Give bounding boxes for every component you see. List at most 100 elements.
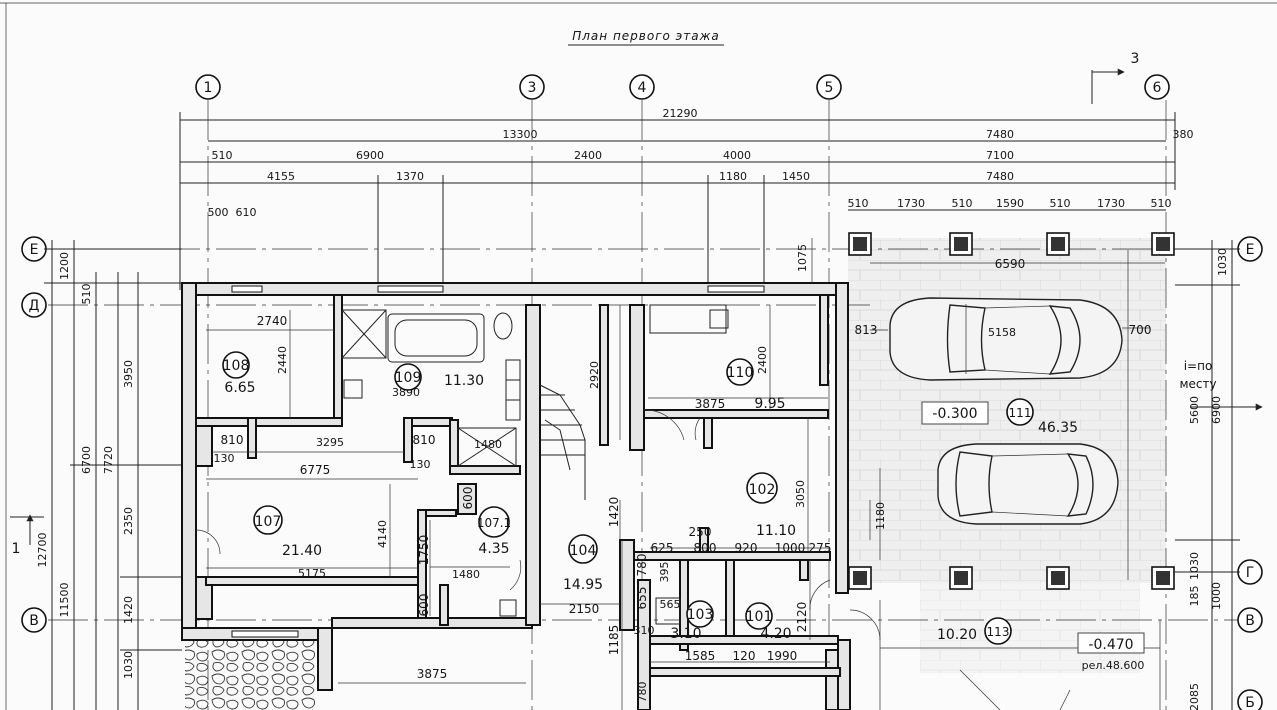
svg-text:14.95: 14.95 [563,577,603,593]
room-102: 102 11.10 [746,472,796,539]
interior-walls [195,294,841,677]
svg-text:185: 185 [1188,586,1201,607]
svg-text:3875: 3875 [417,667,448,681]
svg-text:1370: 1370 [396,170,424,183]
svg-text:11500: 11500 [58,583,71,618]
svg-text:600: 600 [417,594,431,617]
svg-text:380: 380 [1173,128,1194,141]
svg-text:6590: 6590 [995,257,1026,271]
svg-text:110: 110 [727,365,754,381]
svg-text:1000: 1000 [1210,582,1223,610]
svg-text:1585: 1585 [685,649,716,663]
svg-text:5175: 5175 [298,567,326,580]
side-section-mark: 1 [10,514,44,557]
svg-text:В: В [29,613,39,629]
svg-text:1420: 1420 [122,596,135,624]
svg-text:510: 510 [952,197,973,210]
axis-bubbles-left: Е Д В [21,236,47,633]
svg-text:780: 780 [635,554,649,577]
svg-text:600: 600 [461,487,475,510]
svg-text:2740: 2740 [257,314,288,328]
svg-text:6.65: 6.65 [224,380,255,396]
drawing-title: План первого этажа [572,29,720,43]
svg-text:6775: 6775 [300,463,331,477]
svg-text:6900: 6900 [1210,396,1223,424]
svg-text:130: 130 [410,458,431,471]
garage-columns [848,232,1175,590]
ramp-note-1: i=по [1184,359,1213,373]
svg-text:2920: 2920 [588,361,601,389]
svg-text:2085: 2085 [1188,683,1201,710]
svg-text:655: 655 [635,587,649,610]
svg-text:625: 625 [651,541,674,555]
svg-text:1750: 1750 [417,535,431,566]
left-dimensions: 1200 510 3950 6700 7720 2350 12700 11500… [36,252,135,679]
svg-text:11.30: 11.30 [444,373,484,389]
svg-text:780: 780 [636,682,649,703]
svg-text:2400: 2400 [756,346,769,374]
svg-text:7480: 7480 [986,170,1014,183]
staircase [539,384,586,500]
svg-text:510: 510 [212,149,233,162]
svg-text:В: В [1245,613,1255,629]
room-tags: 108 6.65 109 11.30 110 9.95 107 21.40 10… [222,351,1078,645]
svg-text:1030: 1030 [1188,552,1201,580]
svg-text:101: 101 [746,609,773,625]
room-107-1: 107.1 4.35 [477,506,511,557]
svg-text:1730: 1730 [1097,197,1125,210]
svg-text:Д: Д [29,298,40,314]
svg-text:Е: Е [1246,242,1255,258]
bathroom-fixtures [341,304,729,625]
svg-text:2350: 2350 [122,507,135,535]
svg-text:10.20: 10.20 [937,627,977,643]
svg-text:5600: 5600 [1188,396,1201,424]
svg-text:813: 813 [855,323,878,337]
level-marks: -0.300 -0.470 рел.48.600 1480 [474,401,1145,672]
svg-text:920: 920 [735,541,758,555]
svg-text:510: 510 [848,197,869,210]
svg-text:810: 810 [413,433,436,447]
svg-text:130: 130 [214,452,235,465]
svg-text:3295: 3295 [316,436,344,449]
svg-text:102: 102 [749,482,776,498]
svg-text:-0.300: -0.300 [932,406,977,422]
svg-text:4000: 4000 [723,149,751,162]
right-dimensions: 1030 5600 6900 1030 1000 185 2085 [1188,248,1229,710]
svg-text:2400: 2400 [574,149,602,162]
svg-text:565: 565 [660,598,681,611]
axis-bubbles-right: Е Г В Б [1237,236,1263,710]
svg-text:120: 120 [733,649,756,663]
room-113: 113 10.20 [937,617,1012,645]
svg-text:1200: 1200 [58,252,71,280]
svg-text:1180: 1180 [874,502,887,530]
svg-text:12700: 12700 [36,533,49,568]
svg-text:5158: 5158 [988,326,1016,339]
svg-text:1075: 1075 [796,244,809,272]
svg-text:4140: 4140 [376,520,389,548]
svg-text:1185: 1185 [607,625,621,656]
svg-text:21.40: 21.40 [282,543,322,559]
stone-terrace [185,640,315,710]
svg-text:21290: 21290 [663,107,698,120]
svg-text:108: 108 [223,358,250,374]
svg-text:1030: 1030 [1216,248,1229,276]
svg-text:510: 510 [80,284,93,305]
room-109: 109 11.30 [394,363,484,391]
svg-text:2440: 2440 [276,346,289,374]
axis-bubbles-top: 1 3 4 5 6 [195,74,1170,100]
section-mark: 3 [1091,51,1139,104]
ramp-note-2: месту [1179,377,1216,391]
svg-text:9.95: 9.95 [754,396,785,412]
svg-text:4: 4 [638,80,647,96]
svg-text:310: 310 [634,624,655,637]
svg-text:510: 510 [1050,197,1071,210]
svg-text:3.10: 3.10 [670,626,701,642]
room-107: 107 21.40 [253,505,322,559]
svg-text:1450: 1450 [782,170,810,183]
svg-text:113: 113 [987,625,1010,639]
door-swings [195,409,881,641]
svg-text:6900: 6900 [356,149,384,162]
svg-text:1590: 1590 [996,197,1024,210]
svg-text:11.10: 11.10 [756,523,796,539]
